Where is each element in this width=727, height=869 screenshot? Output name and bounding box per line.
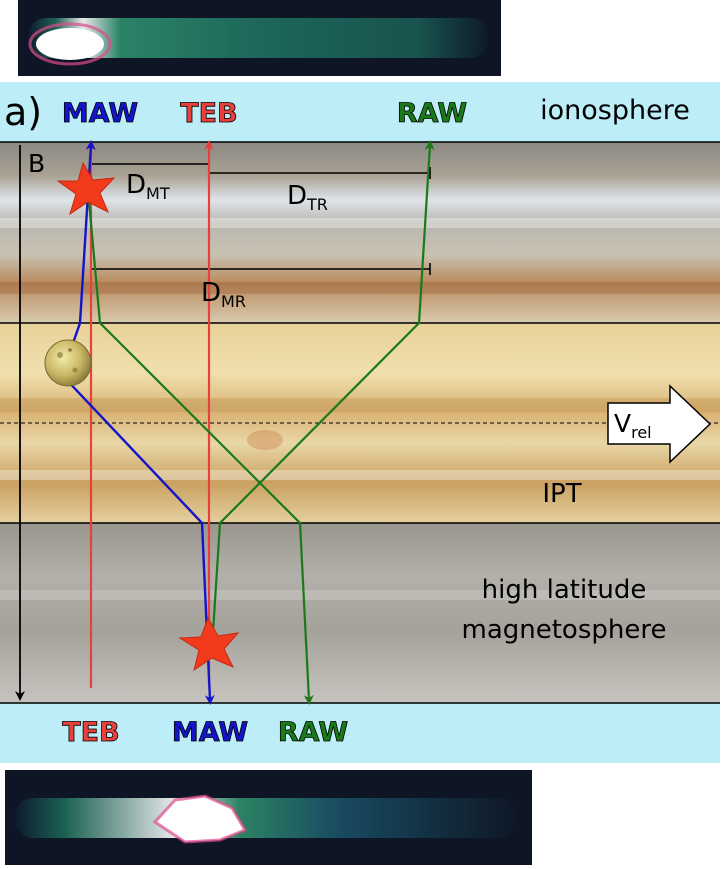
star-marker-bottom	[178, 616, 240, 672]
bottom-label-teb: TEB	[62, 717, 119, 748]
d-mt-subscript: MT	[146, 184, 170, 203]
v-rel-subscript: rel	[631, 423, 652, 442]
ionosphere-band-bottom	[0, 703, 720, 763]
label-magnetosphere: magnetosphere	[462, 615, 667, 645]
panel-label: a)	[4, 90, 42, 134]
svg-text:DMT: DMT	[126, 170, 170, 203]
top-label-maw: MAW	[62, 98, 138, 129]
svg-text:DMR: DMR	[201, 278, 246, 311]
jupiter-band-upper	[0, 142, 720, 323]
boundary-lines	[0, 141, 720, 704]
ionosphere-band-top	[0, 82, 720, 142]
bottom-aurora-image	[5, 770, 532, 865]
d-mt-label: D	[126, 170, 146, 200]
label-ionosphere: ionosphere	[540, 95, 690, 126]
d-mr-subscript: MR	[221, 292, 246, 311]
label-high-latitude: high latitude	[482, 575, 647, 605]
bottom-label-maw: MAW	[172, 717, 248, 748]
v-rel-arrow	[607, 384, 712, 464]
top-label-raw: RAW	[397, 98, 467, 129]
cloud-streaks	[0, 218, 720, 600]
d-tr-subscript: TR	[306, 195, 328, 214]
io-moon	[44, 339, 92, 387]
label-b-field: B	[28, 149, 45, 178]
top-aurora-image	[18, 0, 501, 76]
bottom-label-raw: RAW	[278, 717, 348, 748]
svg-text:DTR: DTR	[287, 181, 328, 214]
svg-text:Vrel: Vrel	[614, 409, 652, 442]
label-ipt: IPT	[542, 479, 581, 509]
jupiter-band-lower	[0, 523, 720, 703]
d-mr-label: D	[201, 278, 221, 308]
raw-path-down	[86, 189, 314, 705]
v-rel-label: V	[614, 409, 631, 438]
star-marker-top	[56, 161, 116, 216]
top-label-teb: TEB	[180, 98, 237, 129]
d-tr-label: D	[287, 181, 307, 211]
raw-path-up	[210, 140, 435, 649]
